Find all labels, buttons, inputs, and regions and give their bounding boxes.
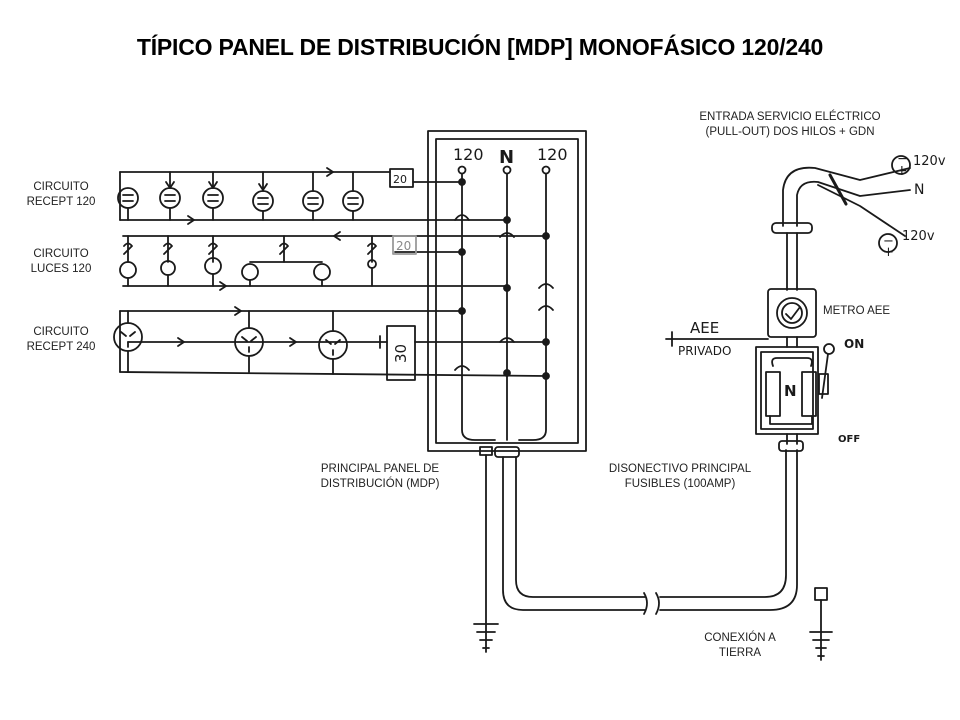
label-circuit-recept-120-line2: RECEPT 120 (26, 196, 96, 208)
label-principal-panel-line1: PRINCIPAL PANEL DE (320, 463, 440, 475)
label-circuit-luces-120-line1: CIRCUITO (33, 248, 89, 260)
switch-on-label: ON (844, 337, 864, 351)
label-conexion-tierra: CONEXIÓN A TIERRA (700, 631, 780, 661)
diagram-title: TÍPICO PANEL DE DISTRIBUCIÓN [MDP] MONOF… (136, 34, 824, 60)
label-entrada-servicio: ENTRADA SERVICIO ELÉCTRICO (PULL-OUT) DO… (680, 110, 900, 140)
circuit-recept-120 (117, 167, 508, 225)
label-circuit-recept-120-line1: CIRCUITO (33, 181, 89, 193)
bus-label-right: 120 (537, 145, 568, 164)
label-circuit-luces-120: CIRCUITO LUCES 120 (16, 247, 106, 277)
meter-socket (767, 288, 817, 348)
receptacle-120 (117, 171, 364, 221)
bus-bars (454, 165, 554, 441)
label-circuit-recept-240-line1: CIRCUITO (33, 326, 89, 338)
bus-label-neutral: N (499, 147, 514, 168)
switch-off-label: OFF (838, 434, 860, 445)
privado-label: PRIVADO (678, 344, 731, 358)
aee-label: AEE (690, 319, 719, 337)
label-circuit-recept-240-line2: RECEPT 240 (26, 341, 96, 353)
service-plus-bottom-label: + (883, 245, 894, 260)
ownership-divider (665, 331, 769, 347)
service-neutral-label: N (914, 182, 924, 198)
label-circuit-luces-120-line2: LUCES 120 (30, 263, 92, 275)
service-minus-label: − (897, 151, 909, 167)
service-conduit (771, 166, 911, 291)
service-volt-top-label: 120v (913, 154, 946, 169)
bus-connection-dots (458, 178, 550, 380)
label-desconectivo-line1: DISONECTIVO PRINCIPAL (608, 463, 752, 475)
label-entrada-servicio-line2: (PULL-OUT) DOS HILOS + GDN (705, 126, 875, 138)
circuit-recept-240 (113, 306, 547, 381)
label-desconectivo-line2: FUSIBLES (100AMP) (624, 478, 736, 490)
service-ground (809, 587, 833, 661)
main-disconnect (755, 343, 835, 445)
disconnect-neutral-label: N (784, 382, 797, 400)
light-fixture (119, 235, 377, 287)
label-conexion-tierra-line1: CONEXIÓN A (704, 632, 776, 644)
breaker-recept-240-label: 30 (392, 344, 410, 363)
panel-ground (473, 446, 499, 653)
service-volt-bottom-label: 120v (902, 229, 935, 244)
receptacle-240 (113, 310, 348, 375)
label-circuit-recept-240: CIRCUITO RECEPT 240 (16, 325, 106, 355)
label-principal-panel-line2: DISTRIBUCIÓN (MDP) (320, 478, 440, 490)
service-minus-bottom-label: − (883, 234, 894, 249)
bus-label-left: 120 (453, 145, 484, 164)
label-entrada-servicio-line1: ENTRADA SERVICIO ELÉCTRICO (699, 111, 881, 123)
feeder-conduit (494, 440, 804, 615)
label-desconectivo: DISONECTIVO PRINCIPAL FUSIBLES (100AMP) (590, 462, 770, 492)
label-conexion-tierra-line2: TIERRA (718, 647, 762, 659)
label-metro-aee: METRO AEE (823, 305, 891, 317)
breaker-luces-120-label: 20 (396, 239, 411, 253)
service-plus-label: + (896, 163, 908, 179)
label-principal-panel: PRINCIPAL PANEL DE DISTRIBUCIÓN (MDP) (300, 462, 460, 492)
circuit-luces-120 (119, 231, 547, 291)
label-circuit-recept-120: CIRCUITO RECEPT 120 (16, 180, 106, 210)
breaker-recept-120-label: 20 (393, 173, 407, 186)
